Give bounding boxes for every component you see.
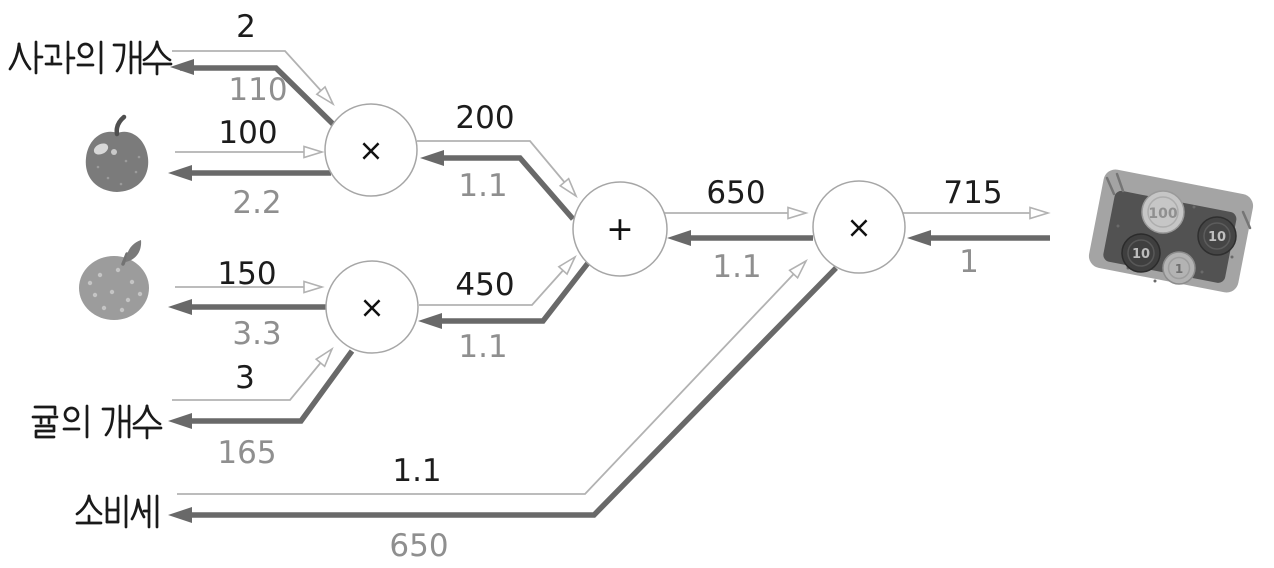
forward-arrow-icon (303, 280, 325, 294)
node-multiply-tangerine-symbol: × (359, 291, 384, 326)
edge-tax-backward-line (180, 266, 838, 518)
value-tax-backward: 650 (389, 528, 448, 564)
backward-arrow-icon (168, 413, 192, 429)
forward-arrow-icon (314, 346, 334, 368)
edge-tangerine-product-forward-line (419, 256, 576, 306)
consumption-tax-label-text: 소비세 (77, 497, 160, 532)
value-tax-forward: 1.1 (392, 453, 441, 489)
tangerine-count-label (31, 404, 163, 440)
coin-10-left-icon: 10 (1121, 233, 1161, 273)
value-apple-product-forward: 200 (455, 100, 514, 136)
coin-1-icon: 1 (1162, 251, 1196, 285)
value-tangerine-product-backward: 1.1 (458, 329, 507, 365)
value-apple-count-forward: 2 (236, 9, 256, 45)
edge-tangerine-count-forward-line (172, 348, 333, 401)
value-tangerine-count-forward: 3 (235, 360, 255, 396)
tangerine-icon (79, 240, 149, 320)
value-tangerine-price-backward: 3.3 (232, 316, 281, 352)
forward-edges (172, 50, 1048, 495)
value-tangerine-price-forward: 150 (217, 256, 276, 292)
backward-arrow-icon (667, 230, 691, 246)
node-add (572, 181, 668, 277)
coin-10-right-value: 10 (1208, 230, 1226, 245)
node-multiply-tangerine (325, 260, 419, 354)
backward-arrow-icon (168, 299, 192, 315)
apple-count-label (8, 40, 173, 76)
backward-edges (180, 65, 1050, 518)
node-multiply-apple-symbol: × (358, 134, 383, 169)
edge-apple-count-backward-line (180, 65, 338, 129)
coin-10-right-icon: 10 (1197, 216, 1237, 256)
edge-tax-forward-line (177, 260, 807, 495)
value-subtotal-backward: 1.1 (712, 249, 761, 285)
apple-count-label-text: 사과의 개수 (10, 43, 158, 78)
value-apple-price-forward: 100 (218, 115, 277, 151)
value-total-backward: 1 (959, 244, 979, 280)
value-subtotal-forward: 650 (706, 175, 765, 211)
coin-100-value: 100 (1148, 206, 1177, 222)
edge-apple-product-backward-line (430, 155, 576, 221)
consumption-tax-label (75, 494, 159, 529)
backward-arrow-icon (907, 230, 931, 246)
value-apple-product-backward: 1.1 (458, 168, 507, 204)
forward-values: 2 100 200 150 3 450 650 1.1 715 (217, 9, 1002, 489)
edge-apple-product-forward-line (417, 140, 577, 197)
apple-icon (85, 114, 149, 192)
forward-arrowheads (303, 85, 1051, 368)
node-multiply-apple (324, 103, 418, 197)
backward-arrowheads (168, 59, 931, 523)
forward-arrow-icon (315, 85, 335, 107)
backward-arrow-icon (420, 150, 444, 166)
coin-1-value: 1 (1175, 262, 1183, 276)
forward-arrow-icon (558, 177, 578, 199)
edge-apple-count-forward-line (172, 50, 334, 105)
tangerine-count-label-text: 귤의 개수 (33, 407, 153, 442)
backward-arrow-icon (418, 313, 442, 329)
value-apple-price-backward: 2.2 (232, 185, 281, 221)
coin-10-left-value: 10 (1132, 247, 1150, 262)
backward-values: 110 2.2 1.1 3.3 165 1.1 1.1 650 1 (217, 72, 978, 564)
backward-arrow-icon (170, 59, 194, 75)
nodes: × × + × (324, 103, 906, 354)
backward-arrow-icon (168, 165, 192, 181)
edge-tangerine-product-backward-line (430, 261, 591, 324)
value-total-forward: 715 (943, 175, 1002, 211)
node-multiply-tax (812, 180, 906, 274)
forward-arrow-icon (787, 206, 809, 220)
value-apple-count-backward: 110 (228, 72, 287, 108)
node-multiply-tax-symbol: × (846, 211, 871, 246)
forward-arrow-icon (1029, 206, 1051, 220)
forward-arrow-icon (788, 259, 808, 280)
node-add-symbol: + (606, 209, 634, 248)
backward-arrow-icon (168, 507, 192, 523)
forward-arrow-icon (303, 145, 325, 159)
value-tangerine-count-backward: 165 (217, 435, 276, 471)
money-tray-icon: 100 10 10 1 (1088, 169, 1254, 293)
coin-100-icon: 100 (1141, 190, 1185, 234)
value-tangerine-product-forward: 450 (455, 267, 514, 303)
edge-tangerine-count-backward-line (180, 349, 355, 424)
forward-arrow-icon (557, 254, 577, 276)
